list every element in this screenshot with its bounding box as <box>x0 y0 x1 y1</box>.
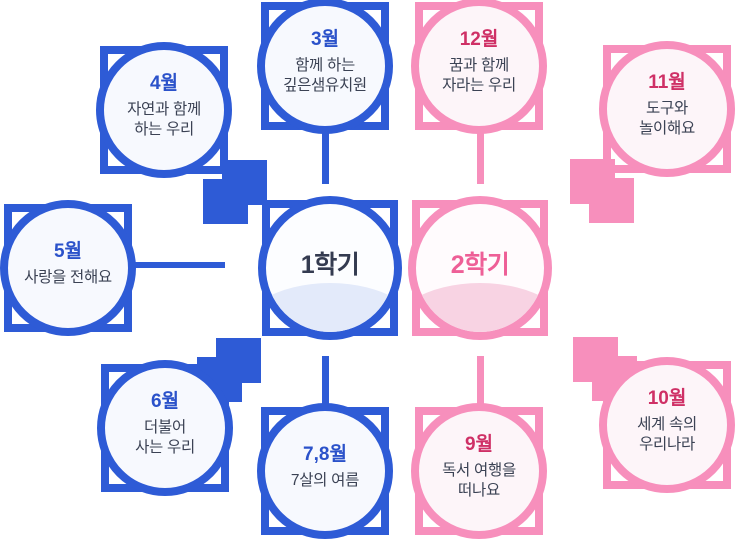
connector-line-semester2-september <box>477 356 484 409</box>
september-circle: 9월 독서 여행을 떠나요 <box>411 403 547 539</box>
april-label: 4월 <box>149 73 179 95</box>
semester1-circle: 1학기 <box>258 196 402 340</box>
connector-line-march-semester1 <box>322 127 329 184</box>
month-node-december: 12월 꿈과 함께 자라는 우리 <box>411 0 547 134</box>
connector-line-semester1-july <box>322 356 329 409</box>
december-label: 12월 <box>459 29 499 51</box>
september-label: 9월 <box>464 434 494 456</box>
may-label: 5월 <box>53 241 83 263</box>
month-node-june: 6월 더불어 사는 우리 <box>97 360 233 496</box>
month-node-march: 3월 함께 하는 깊은샘유치원 <box>257 0 393 134</box>
october-theme-text: 세계 속의 우리나라 <box>637 416 697 453</box>
connector-step-square-top-right-b <box>589 178 634 223</box>
month-node-april: 4월 자연과 함께 하는 우리 <box>96 42 232 178</box>
november-label: 11월 <box>648 72 686 94</box>
semester2-bottom-arc <box>416 283 544 332</box>
october-label: 10월 <box>647 388 687 410</box>
july-august-circle: 7,8월 7살의 여름 <box>257 403 393 539</box>
may-theme-text: 사랑을 전해요 <box>24 269 112 287</box>
semester2-node: 2학기 <box>408 196 552 340</box>
semester1-bottom-arc <box>266 283 394 332</box>
month-node-november: 11월 도구와 놀이해요 <box>599 41 735 177</box>
september-theme-text: 독서 여행을 떠나요 <box>442 462 516 499</box>
month-node-may: 5월 사랑을 전해요 <box>0 200 136 336</box>
month-node-july-august: 7,8월 7살의 여름 <box>257 403 393 539</box>
july-august-theme-text: 7살의 여름 <box>290 472 360 490</box>
semester2-circle: 2학기 <box>408 196 552 340</box>
connector-step-square-top-left-b <box>203 179 248 224</box>
april-theme-text: 자연과 함께 하는 우리 <box>127 101 201 138</box>
connector-line-december-semester2 <box>477 127 484 184</box>
july-august-label: 7,8월 <box>303 444 347 466</box>
june-circle: 6월 더불어 사는 우리 <box>97 360 233 496</box>
october-circle: 10월 세계 속의 우리나라 <box>599 357 735 493</box>
march-label: 3월 <box>310 29 340 51</box>
march-circle: 3월 함께 하는 깊은샘유치원 <box>257 0 393 134</box>
december-circle: 12월 꿈과 함께 자라는 우리 <box>411 0 547 134</box>
april-circle: 4월 자연과 함께 하는 우리 <box>96 42 232 178</box>
march-theme-text: 함께 하는 깊은샘유치원 <box>283 57 367 94</box>
connector-line-may-semester1 <box>126 262 225 268</box>
november-theme-text: 도구와 놀이해요 <box>639 100 695 137</box>
may-circle: 5월 사랑을 전해요 <box>0 200 136 336</box>
month-node-september: 9월 독서 여행을 떠나요 <box>411 403 547 539</box>
semester2-label: 2학기 <box>450 251 510 279</box>
semester1-label: 1학기 <box>300 251 360 279</box>
november-circle: 11월 도구와 놀이해요 <box>599 41 735 177</box>
month-node-october: 10월 세계 속의 우리나라 <box>599 357 735 493</box>
semester1-node: 1학기 <box>258 196 402 340</box>
december-theme-text: 꿈과 함께 자라는 우리 <box>442 57 516 94</box>
june-label: 6월 <box>150 391 180 413</box>
june-theme-text: 더불어 사는 우리 <box>135 419 195 456</box>
